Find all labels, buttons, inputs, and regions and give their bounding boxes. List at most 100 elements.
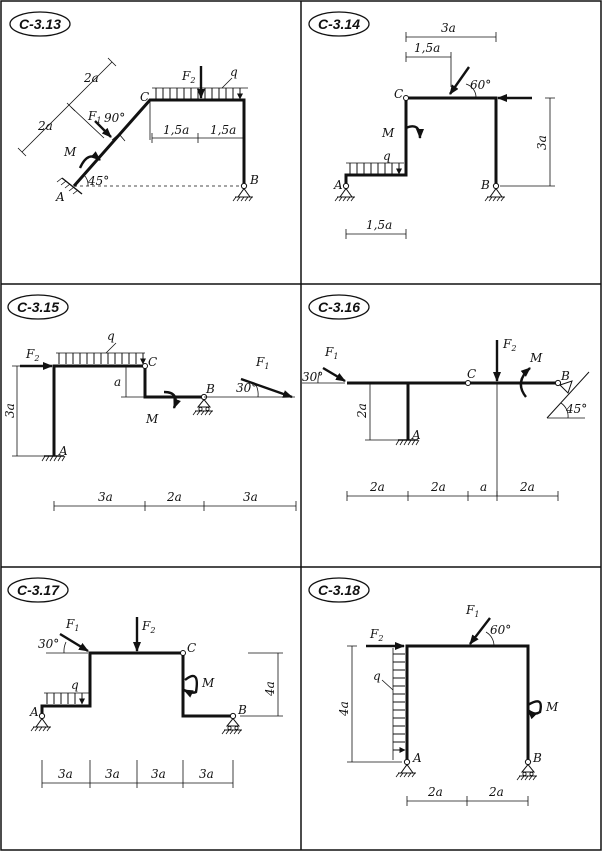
dim-label: 1,5a [414,41,440,55]
force-label-f1: F1 [465,603,479,619]
panel-title-text: C-3.16 [318,299,360,315]
panel-title: C-3.16 [308,294,370,320]
node-label-a: A [29,705,39,719]
panel-title-text: C-3.17 [17,582,60,598]
load-label-q: q [230,65,238,79]
dimension-lines [12,365,297,511]
panel-c-3-14: C-3.14 3a 1,5a 3a 1,5a C A [308,11,555,239]
force-label-f2: F2 [25,347,39,363]
moment-label-m: M [63,145,77,159]
panel-c-3-18: C-3.18 4a 2a 2a A B q F2 F1 M 60° [308,577,559,806]
moment-arrow-m [78,151,101,169]
moment-arrow-m [527,700,542,720]
panel-title: C-3.17 [7,577,69,603]
node-label-a: A [333,178,343,192]
dim-label: 2a [166,490,182,504]
support-fixed-a [56,177,83,195]
panel-c-3-16: C-3.16 2a 2a 2a a 2a [302,294,590,501]
node-label-a: A [411,428,421,442]
dimension-lines [347,631,529,806]
dim-label: 4a [263,681,277,697]
dim-label: 3a [243,490,258,504]
angle-marks [83,133,126,187]
moment-arrow-m [163,390,181,409]
panel-title: C-3.18 [308,577,370,603]
node-label-b: B [205,382,215,396]
distributed-load-q [346,162,404,174]
panel-title-text: C-3.13 [19,16,61,32]
dim-label: 4a [337,701,351,717]
panel-title-text: C-3.14 [318,16,360,32]
node-label-a: A [55,190,65,204]
dim-label: 2a [37,119,53,133]
angle-label: 30° [236,381,257,395]
force-label-f2: F2 [181,69,195,85]
angle-label: 60° [470,78,491,92]
force-label-f2: F2 [141,619,155,635]
force-label-f1: F1 [255,355,269,371]
dim-label: 3a [58,767,73,781]
dim-label: 3a [98,490,113,504]
load-label-q: q [71,678,79,692]
dim-label: 2a [83,71,99,85]
panel-c-3-15: C-3.15 3a 3a 2a 3a a C [3,294,297,511]
force-arrow-f [449,66,470,95]
force-arrow-f1 [469,617,491,645]
force-arrow-f1 [322,366,346,383]
moment-arrow-m [405,125,424,139]
dim-label: 1,5a [163,123,189,137]
dimension-lines [17,57,245,157]
panel-title: C-3.13 [9,11,71,37]
force-label-f2: F2 [502,337,516,353]
node-label-c: C [140,90,149,104]
dim-label: 3a [105,767,120,781]
dim-label: 2a [519,480,535,494]
support-roller-b-inclined [546,371,590,419]
force-label-f1: F1 [324,345,338,361]
dim-label: 3a [199,767,214,781]
panel-title-text: C-3.15 [17,299,59,315]
angle-label: 90° [104,111,125,125]
moment-arrow-m [183,674,199,698]
load-label-q: q [107,329,115,343]
node-label-b: B [532,751,542,765]
dim-label: 3a [441,21,456,35]
angle-label: 45° [565,402,587,416]
panel-c-3-17: C-3.17 4a 3a 3a 3a 3a C A B q [7,577,283,788]
force-arrow-f1 [240,377,293,399]
dim-label: 2a [488,785,504,799]
moment-label-m: M [145,412,159,426]
dim-label: 1,5a [210,123,236,137]
panel-title: C-3.14 [308,11,370,37]
dimension-lines [41,641,283,788]
distributed-load-q [44,692,89,704]
dim-label: 2a [427,785,443,799]
dim-label: 3a [3,403,17,418]
frame [40,650,233,718]
force-label-f2: F2 [369,627,383,643]
node-label-a: A [58,444,68,458]
angle-mark [465,83,477,99]
force-arrow-f1 [94,120,112,138]
angle-label: 30° [38,637,59,651]
node-label-c: C [148,355,157,369]
force-label-f1: F1 [87,109,101,125]
load-label-q: q [373,669,381,683]
node-label-b: B [249,173,259,187]
node-label-a: A [412,751,422,765]
distributed-load-q [56,342,145,364]
angle-label: 45° [87,174,109,188]
distributed-load-q [381,648,405,760]
node-label-c: C [187,641,196,655]
node-label-b: B [237,703,247,717]
node-label-c: C [467,367,476,381]
frame [52,363,204,456]
frame [347,380,558,440]
moment-label-m: M [201,676,215,690]
panel-title-text: C-3.18 [318,582,360,598]
dim-label-a: a [114,375,121,389]
dim-label: 3a [535,135,549,150]
frame [344,95,498,186]
angle-label: 60° [490,623,511,637]
